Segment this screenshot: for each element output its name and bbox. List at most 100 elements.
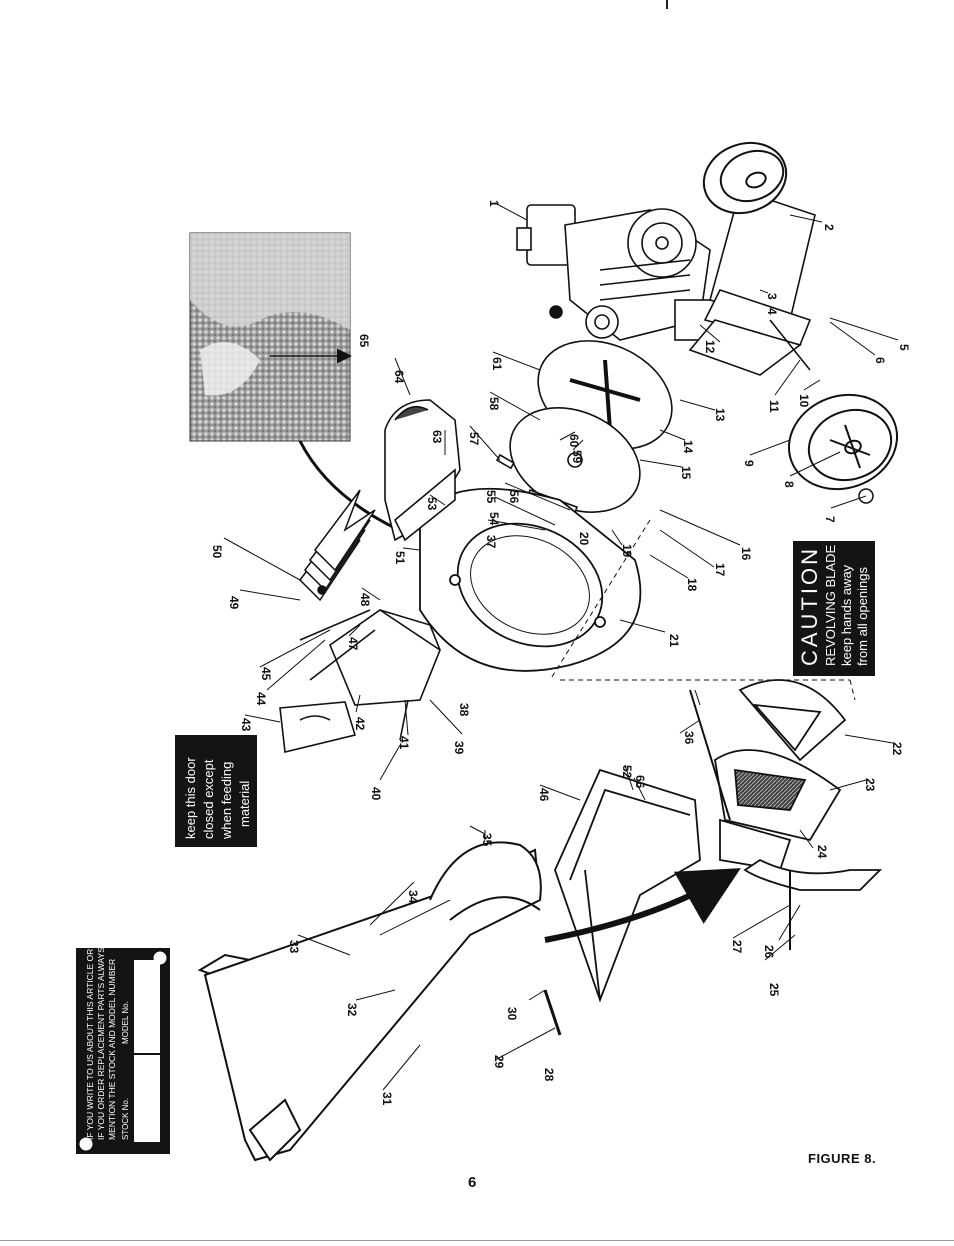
part-label-24: 24 [815, 845, 829, 859]
discharge-chute [384, 399, 461, 542]
caution-decal: CAUTION REVOLVING BLADE keep hands away … [793, 541, 875, 676]
part-label-23: 23 [863, 778, 877, 792]
part-label-22: 22 [890, 742, 904, 756]
door-decal: keep this door closed except when feedin… [175, 735, 257, 847]
part-label-27: 27 [730, 940, 744, 954]
part-label-4: 4 [765, 308, 779, 315]
part-label-59: 59 [570, 450, 584, 464]
part-label-51: 51 [393, 551, 407, 565]
part-label-61: 61 [490, 357, 504, 371]
stock-label: STOCK No. [121, 1098, 130, 1140]
part-label-15: 15 [679, 466, 693, 480]
door-decal-line-4: material [237, 781, 252, 827]
model-plate-line-3: MENTION THE STOCK AND MODEL NUMBER [107, 959, 117, 1140]
model-plate-line-1: IF YOU WRITE TO US ABOUT THIS ARTICLE OR [85, 949, 95, 1140]
caution-line-1: REVOLVING BLADE [823, 545, 838, 666]
part-label-53: 53 [425, 497, 439, 511]
caution-title: CAUTION [797, 546, 822, 666]
door-decal-line-3: when feeding [219, 762, 234, 840]
assembly-arrow [544, 868, 741, 943]
part-label-52: 52 [620, 765, 634, 779]
blade-plates [495, 340, 673, 518]
part-label-31: 31 [380, 1092, 394, 1106]
part-label-45: 45 [259, 667, 273, 681]
part-label-16: 16 [739, 547, 753, 561]
part-label-18: 18 [685, 578, 699, 592]
part-label-48: 48 [358, 593, 372, 607]
part-label-39: 39 [452, 741, 466, 755]
part-label-3: 3 [765, 293, 779, 300]
door-decal-line-2: closed except [201, 759, 216, 839]
part-label-55: 55 [484, 490, 498, 504]
part-label-2: 2 [822, 224, 836, 231]
part-label-17: 17 [713, 563, 727, 577]
knife-blades [299, 489, 376, 602]
part-label-42: 42 [353, 717, 367, 731]
part-label-58: 58 [487, 397, 501, 411]
door-assembly [279, 609, 441, 753]
caution-line-3: from all openings [855, 567, 870, 666]
part-label-38: 38 [457, 703, 471, 717]
part-label-35: 35 [480, 833, 494, 847]
part-label-29: 29 [492, 1055, 506, 1069]
part-label-14: 14 [681, 440, 695, 454]
model-plate: IF YOU WRITE TO US ABOUT THIS ARTICLE OR… [76, 947, 170, 1154]
part-label-10: 10 [797, 394, 811, 408]
part-label-32: 32 [345, 1003, 359, 1017]
part-number-callouts: 1234567891011121314151617181920212223242… [210, 200, 911, 1106]
part-label-1: 1 [487, 200, 501, 207]
part-label-56: 56 [507, 490, 521, 504]
leader-lines [223, 202, 899, 1091]
main-housing [419, 487, 642, 672]
bottom-rule [0, 1240, 954, 1241]
part-label-37: 37 [484, 535, 498, 549]
part-label-65: 65 [357, 334, 371, 348]
part-label-11: 11 [767, 400, 781, 413]
part-label-7: 7 [823, 516, 837, 523]
part-label-49: 49 [227, 596, 241, 610]
part-label-28: 28 [542, 1068, 556, 1082]
wheel-front [787, 393, 899, 491]
part-label-50: 50 [210, 545, 224, 559]
model-plate-line-2: IF YOU ORDER REPLACEMENT PARTS ALWAYS [96, 947, 106, 1140]
part-label-44: 44 [254, 692, 268, 706]
part-label-33: 33 [287, 940, 301, 954]
part-label-41: 41 [397, 736, 411, 750]
part-label-63: 63 [430, 430, 444, 444]
part-label-26: 26 [762, 945, 776, 959]
part-label-21: 21 [667, 634, 681, 648]
part-label-46: 46 [537, 788, 551, 802]
part-label-40: 40 [369, 787, 383, 801]
part-label-20: 20 [577, 532, 591, 546]
part-label-19: 19 [620, 544, 634, 558]
feed-hopper [554, 768, 701, 1003]
axle-frame [688, 188, 816, 376]
part-label-8: 8 [782, 481, 796, 488]
part-label-6: 6 [873, 357, 887, 364]
photo-inset [189, 232, 411, 537]
part-label-5: 5 [897, 344, 911, 351]
part-label-43: 43 [239, 718, 253, 732]
part-label-13: 13 [713, 408, 727, 422]
part-label-54: 54 [487, 512, 501, 526]
part-label-34: 34 [406, 890, 420, 904]
figure-caption: FIGURE 8. [808, 1151, 877, 1166]
part-label-66: 66 [633, 775, 647, 789]
part-label-36: 36 [682, 731, 696, 745]
top-tick-mark [666, 0, 668, 9]
part-label-9: 9 [742, 460, 756, 467]
part-label-64: 64 [392, 370, 406, 384]
part-label-60: 60 [567, 434, 581, 448]
page-number: 6 [468, 1174, 477, 1191]
part-label-30: 30 [505, 1007, 519, 1021]
chipper-chute [714, 679, 883, 950]
model-label: MODEL No. [121, 1001, 130, 1044]
part-label-12: 12 [703, 340, 717, 354]
caution-line-2: keep hands away [839, 564, 854, 666]
part-label-47: 47 [346, 637, 360, 651]
engine [516, 204, 716, 341]
part-label-57: 57 [467, 432, 481, 446]
door-decal-line-1: keep this door [183, 757, 198, 839]
